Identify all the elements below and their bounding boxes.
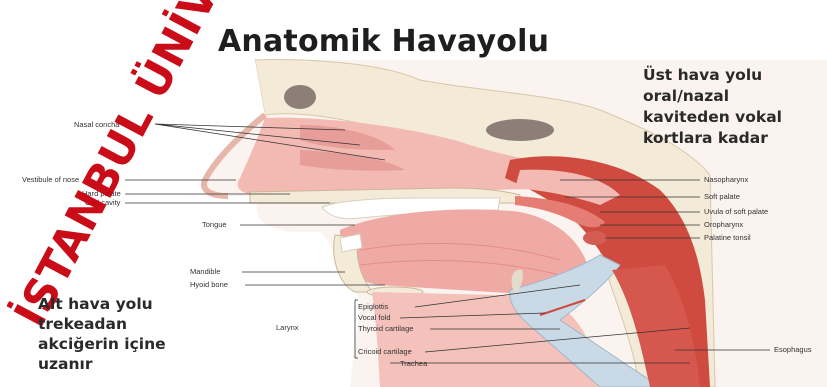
label-vocal-fold: Vocal fold — [358, 313, 391, 322]
slide-title: Anatomik Havayolu — [218, 24, 549, 59]
label-tongue: Tongue — [202, 220, 227, 229]
upper-airway-note: Üst hava yolu oral/nazal kaviteden vokal… — [643, 65, 782, 149]
upper-note-line: oral/nazal — [643, 86, 782, 107]
lower-airway-note: Alt hava yolu trekeadan akciğerin içine … — [38, 294, 166, 374]
upper-note-line: kortlara kadar — [643, 128, 782, 149]
upper-note-line: kaviteden vokal — [643, 107, 782, 128]
label-mandible: Mandible — [190, 267, 220, 276]
label-nasopharynx: Nasopharynx — [704, 175, 748, 184]
label-hyoid: Hyoid bone — [190, 280, 228, 289]
label-soft-palate: Soft palate — [704, 192, 740, 201]
label-trachea: Trachea — [400, 359, 428, 368]
lower-note-line: trekeadan — [38, 314, 166, 334]
label-cricoid: Cricoid cartilage — [358, 347, 412, 356]
frontal-sinus — [284, 85, 316, 109]
label-thyroid: Thyroid cartilage — [358, 324, 413, 333]
label-uvula: Uvula of soft palate — [704, 207, 768, 216]
lower-note-line: akciğerin içine — [38, 334, 166, 354]
label-epiglottis: Epiglottis — [358, 302, 389, 311]
label-esophagus: Esophagus — [774, 345, 812, 354]
palatine-tonsil-shape — [583, 231, 607, 245]
label-palatine-tonsil: Palatine tonsil — [704, 233, 751, 242]
label-vestibule: Vestibule of nose — [22, 175, 79, 184]
upper-note-line: Üst hava yolu — [643, 65, 782, 86]
sphenoid-sinus — [486, 119, 554, 141]
lower-note-line: Alt hava yolu — [38, 294, 166, 314]
lower-note-line: uzanır — [38, 354, 166, 374]
label-oropharynx: Oropharynx — [704, 220, 743, 229]
label-larynx: Larynx — [276, 323, 299, 332]
